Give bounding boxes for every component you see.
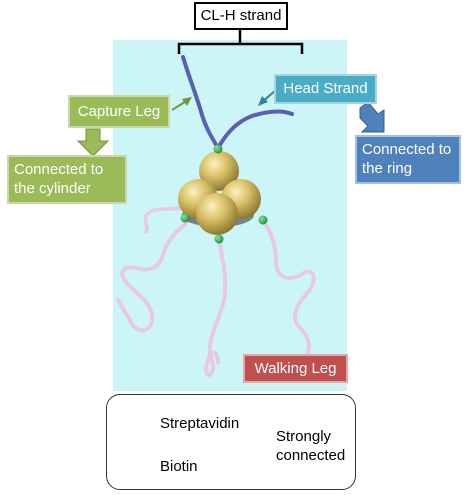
head-strand [216, 109, 294, 150]
connected-ring-label: Connected to the ring [355, 135, 461, 184]
capture-leg-label: Capture Leg [68, 95, 170, 128]
capture-arrowhead [182, 97, 192, 106]
connected-cylinder-line1: Connected to [14, 161, 104, 178]
cylinder-block-arrow [76, 128, 110, 157]
streptavidin-sphere-front [196, 193, 238, 235]
biotin-dot-top [213, 144, 223, 154]
legend-streptavidin-text: Streptavidin [160, 415, 240, 432]
connected-ring-line1: Connected to [362, 141, 452, 158]
biotin-dot-bottom [214, 234, 224, 244]
legend-strongly-connected: Strongly connected [276, 427, 345, 465]
legend-box [106, 394, 356, 490]
connected-cylinder-line2: the cylinder [14, 180, 91, 197]
ring-block-arrow [359, 101, 385, 133]
walking-leg-left [116, 216, 194, 333]
biotin-dot-right [258, 215, 268, 225]
legend-strongly-line1: Strongly [276, 428, 332, 445]
connected-ring-line2: the ring [362, 160, 413, 177]
legend-biotin-text: Biotin [160, 458, 198, 475]
connected-cylinder-label: Connected to the cylinder [7, 155, 127, 204]
biotin-dot-left [180, 213, 190, 223]
walking-leg-center [204, 236, 228, 378]
head-arrowhead [258, 96, 268, 106]
streptavidin-sphere-top [199, 151, 239, 191]
head-strand-label: Head Strand [274, 74, 377, 104]
legend-strongly-line2: connected [276, 447, 346, 464]
capture-leg-strand [181, 55, 220, 150]
walking-leg-right [260, 218, 316, 358]
walking-leg-left-outer [143, 204, 190, 234]
walking-leg-label: Walking Leg [243, 354, 348, 383]
cl-h-strand-title: CL-H strand [194, 2, 288, 30]
